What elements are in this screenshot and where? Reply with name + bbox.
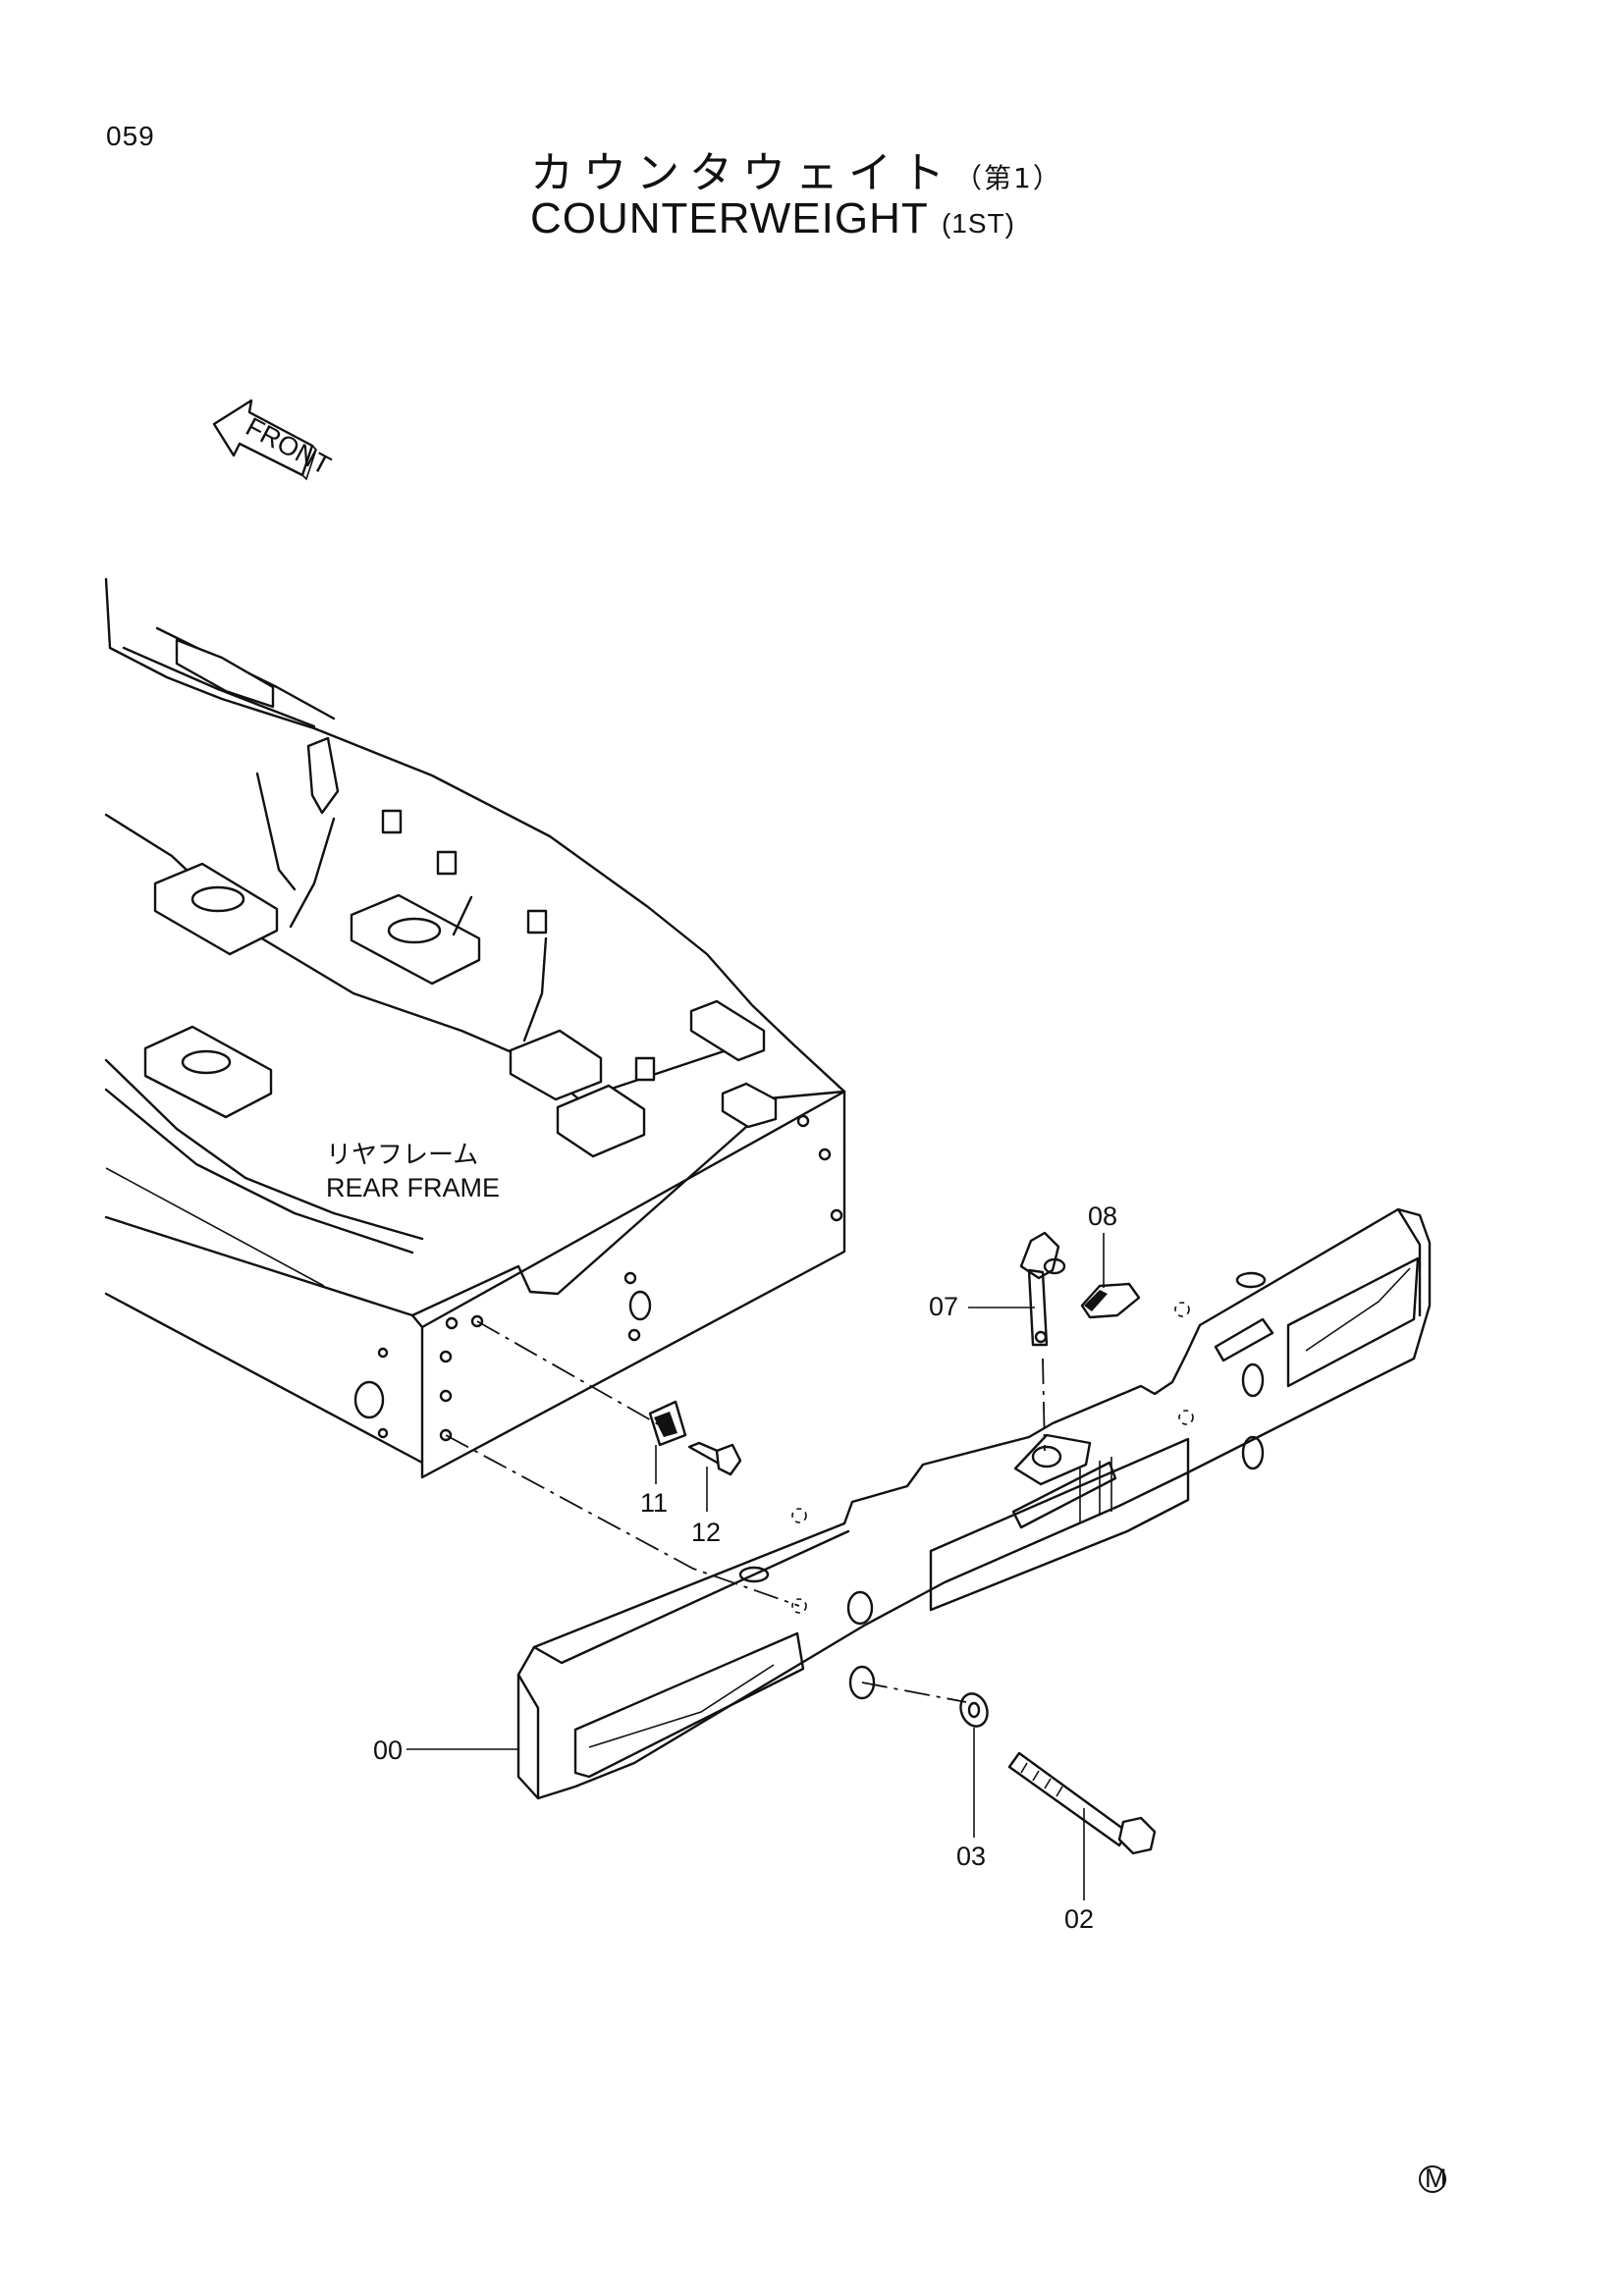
washer-03-drawing — [959, 1692, 989, 1728]
callout-11: 11 — [640, 1488, 668, 1518]
alignment-line-lower — [445, 1434, 800, 1607]
page-number: 059 — [106, 121, 155, 151]
callout-08: 08 — [1088, 1201, 1117, 1231]
pin-07-drawing — [1019, 1231, 1066, 1452]
page-title-japanese: カウンタウェイト（第1） — [530, 137, 1062, 200]
bolt-02-drawing — [1007, 1751, 1157, 1855]
callout-12: 12 — [691, 1518, 721, 1547]
clip-08-drawing — [1080, 1282, 1141, 1319]
footer-mark: M — [1419, 2163, 1447, 2193]
rear-frame-label-en: REAR FRAME — [326, 1173, 500, 1202]
rear-frame-drawing: リヤフレーム REAR FRAME — [104, 577, 846, 1479]
front-arrow-label: FRONT — [242, 411, 336, 480]
callout-02: 02 — [1064, 1904, 1094, 1934]
bracket-11-drawing — [648, 1400, 687, 1447]
callout-00: 00 — [373, 1735, 403, 1765]
counterweight-drawing — [516, 1207, 1432, 1800]
title-japanese-suffix: （第1） — [954, 162, 1062, 194]
footer-mark-letter: M — [1425, 2163, 1447, 2193]
callout-03: 03 — [956, 1842, 986, 1871]
bolt-12-drawing — [687, 1441, 742, 1476]
page-title-english: COUNTERWEIGHT (1ST) — [530, 194, 1015, 243]
front-arrow-icon: FRONT — [212, 399, 336, 481]
rear-frame-label-jp: リヤフレーム — [326, 1141, 478, 1170]
callout-07: 07 — [929, 1292, 958, 1321]
title-english-suffix: (1ST) — [941, 208, 1015, 239]
alignment-line-upper — [476, 1320, 661, 1426]
title-japanese-text: カウンタウェイト — [530, 148, 954, 198]
title-english-text: COUNTERWEIGHT — [530, 194, 929, 242]
alignment-line-washer — [861, 1682, 967, 1703]
